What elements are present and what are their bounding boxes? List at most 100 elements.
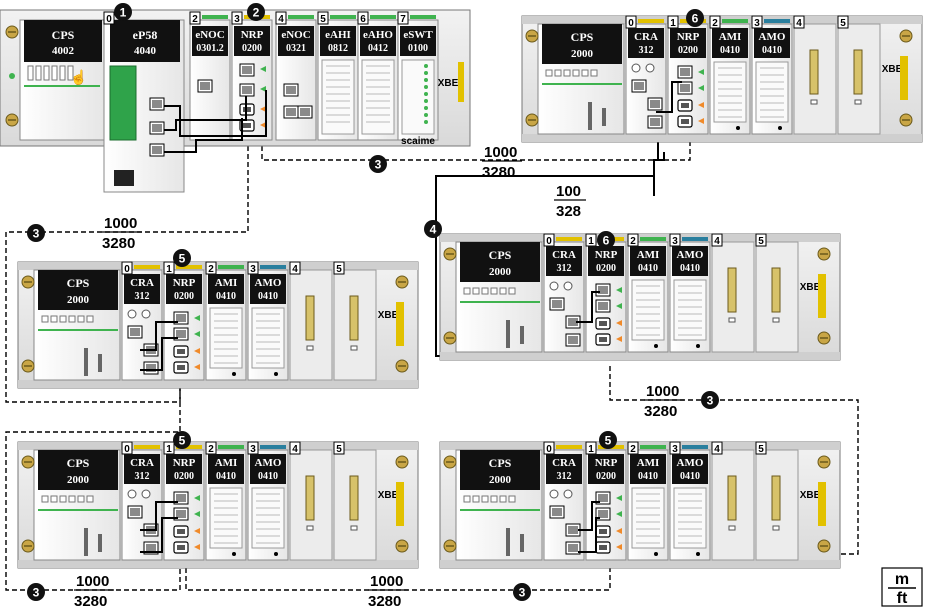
status-led	[194, 528, 200, 534]
slot-number: 5	[840, 18, 846, 29]
connector	[349, 295, 359, 341]
fiber-port-inner	[599, 337, 607, 342]
ethernet-port-inner	[286, 108, 296, 116]
module-label-plate	[546, 454, 582, 484]
fiber-port-inner	[177, 365, 185, 370]
fiber-local-to-left-remote	[5, 138, 249, 403]
status-led	[616, 495, 622, 501]
module-part: 0410	[762, 45, 782, 56]
distance-ft-bottom: 3280	[368, 593, 401, 610]
module-label-plate	[278, 26, 314, 56]
slot-tag	[357, 11, 369, 25]
module-label-plate	[546, 246, 582, 276]
module-name: AMI	[719, 31, 742, 43]
module-name: CPS	[571, 30, 594, 44]
callout: 3	[27, 583, 45, 601]
module-label-plate	[250, 274, 286, 304]
rotary-switch	[563, 489, 573, 499]
local-rack: CPS4002☝0eP5840402eNOC0301.23NRP02004eNO…	[0, 9, 471, 193]
empty-slot: 4	[289, 261, 333, 381]
module-stripe	[202, 15, 228, 19]
led	[86, 315, 94, 323]
terminal-block	[631, 487, 665, 549]
module-label-plate	[24, 20, 102, 62]
slot-tag	[317, 11, 329, 25]
module-name: AMO	[677, 457, 704, 469]
module-part: 2000	[571, 48, 594, 60]
module-stripe	[682, 445, 708, 449]
fiber-left-remote-to-bottom-left	[5, 386, 181, 591]
terminal	[98, 354, 102, 372]
module-name: NRP	[173, 277, 196, 289]
slot-number: 5	[336, 444, 342, 455]
terminator-bar	[396, 482, 404, 526]
connector-tab	[306, 345, 314, 351]
slot-tag	[189, 11, 201, 25]
ethernet-port-inner	[152, 124, 162, 132]
ethernet-port-inner	[152, 100, 162, 108]
connector-tab	[854, 99, 862, 105]
slot-number: 4	[714, 444, 720, 455]
copper-link	[164, 96, 247, 131]
slot-number: 4	[278, 14, 284, 25]
module-part: 4040	[134, 45, 157, 57]
led	[590, 69, 598, 77]
rotary-switch	[127, 309, 137, 319]
terminal-block	[673, 279, 707, 341]
module-part: 4002	[52, 45, 75, 57]
led	[232, 552, 236, 556]
ethernet-port-inner	[176, 510, 186, 518]
rotary-switch	[631, 63, 641, 73]
callout: 4	[424, 220, 442, 238]
module-label-plate	[234, 26, 270, 56]
ethernet-port-inner	[598, 494, 608, 502]
led	[654, 552, 658, 556]
led	[572, 69, 580, 77]
terminal-led	[424, 120, 428, 124]
module-label-plate	[542, 24, 622, 64]
callout-number: 5	[605, 434, 612, 448]
module-name: eP58	[133, 28, 158, 42]
ethernet-port-inner	[286, 86, 296, 94]
led	[545, 69, 553, 77]
xbe-label: XBE	[378, 490, 399, 501]
led	[554, 69, 562, 77]
slot-number: 6	[360, 14, 366, 25]
ethernet-port-inner	[598, 286, 608, 294]
module-label-plate	[712, 28, 748, 58]
ethernet-port-inner	[242, 86, 252, 94]
module-name: CRA	[130, 277, 154, 289]
distance-ft-mid-right: 3280	[644, 403, 677, 420]
slot-number: 3	[672, 236, 678, 247]
copper-cable-4	[435, 152, 665, 357]
callout: 3	[513, 583, 531, 601]
connector	[771, 267, 781, 313]
module-label-plate	[630, 454, 666, 484]
led	[27, 65, 34, 81]
callout-circle	[599, 431, 617, 449]
module-part: 312	[639, 45, 654, 56]
module-name: eAHI	[325, 29, 351, 41]
xbe-label: XBE	[882, 64, 903, 75]
connector	[727, 475, 737, 521]
terminal-block	[631, 279, 665, 341]
power-led	[9, 73, 15, 79]
callout-number: 1	[120, 6, 127, 20]
terminal	[98, 534, 102, 552]
module-name: NRP	[241, 29, 264, 41]
callout: 6	[597, 231, 615, 249]
slot-number: 5	[336, 264, 342, 275]
rack-bottom-rail	[440, 560, 840, 568]
module-part: 0200	[678, 45, 698, 56]
module-label-plate	[320, 26, 356, 56]
module-part: 0200	[596, 263, 616, 274]
module-name: CPS	[489, 456, 512, 470]
led	[490, 495, 498, 503]
led	[481, 495, 489, 503]
